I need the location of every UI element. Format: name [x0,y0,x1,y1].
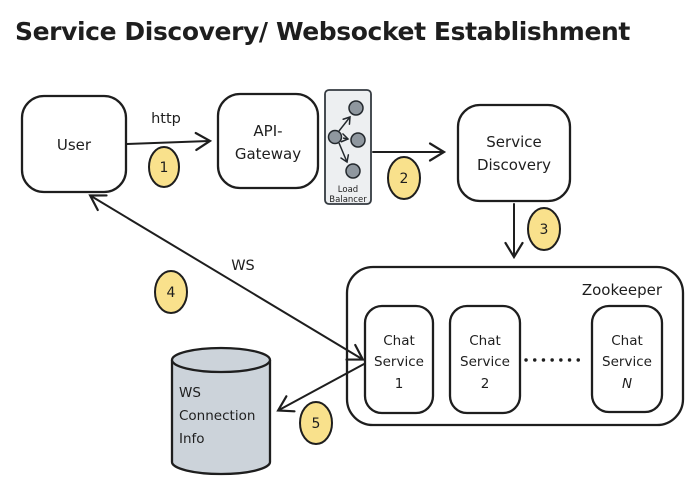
zookeeper-label: Zookeeper [582,281,663,299]
service-discovery-label-line2: Discovery [477,156,551,174]
chat-service-1-node: Chat Service 1 [363,304,435,415]
chat-service-2-node: Chat Service 2 [448,304,522,415]
chat-service-n-node: Chat Service N [590,304,664,414]
load-balancer-label-line2: Balancer [329,195,367,205]
http-edge-label: http [151,111,181,127]
chat-service-1-box [363,304,435,415]
chat-service-2-label-line2: Service [460,354,510,370]
ws-connection-info-database: WS Connection Info [170,346,272,476]
service-discovery-node: Service Discovery [456,103,572,203]
ws-connection-info-label-line1: WS [179,385,201,401]
chat-service-2-box [448,304,522,415]
chat-service-n-label-line3: N [622,376,632,392]
chat-service-n-label-line2: Service [602,354,652,370]
step-badge-2-shape [387,156,421,200]
arrow-http [126,131,213,152]
zookeeper-container: Zookeeper Chat Service 1 Chat Service 2 … [345,265,685,427]
step-badge-5-number: 5 [312,416,321,432]
service-discovery-node-box [456,103,572,203]
step-badge-4-shape [154,270,188,314]
chat-service-n-box [590,304,664,414]
ws-connection-info-label-line2: Connection [179,408,255,424]
chat-service-1-label-line2: Service [374,354,424,370]
step-badge-2-number: 2 [400,171,409,187]
step-badge-4-number: 4 [167,285,176,301]
load-balancer-source-node [327,129,343,145]
step-badge-3: 3 [527,207,561,251]
load-balancer-target-node-top [348,100,364,116]
api-gateway-node-box [216,92,320,190]
step-badge-5-shape [299,401,333,445]
chat-service-2-label-line3: 2 [481,376,490,392]
diagram-title: Service Discovery/ Websocket Establishme… [15,17,630,46]
step-badge-1-shape [148,146,180,188]
database-cylinder-top [170,346,272,374]
step-badge-4: 4 [154,270,188,314]
chat-service-1-label-line3: 1 [395,376,404,392]
api-gateway-label-line2: Gateway [235,145,301,163]
load-balancer-target-node-bottom [345,163,361,179]
step-badge-3-number: 3 [540,222,549,238]
chat-service-n-label-line1: Chat [611,333,643,349]
step-badge-1: 1 [148,146,180,188]
ws-connection-info-label-line3: Info [179,431,205,447]
step-badge-1-number: 1 [160,160,169,176]
service-discovery-label-line1: Service [486,133,541,151]
load-balancer-arrow-top [338,115,351,132]
load-balancer-target-node-middle [350,132,366,148]
chat-service-2-label-line1: Chat [469,333,501,349]
api-gateway-node: API- Gateway [216,92,320,190]
chat-service-1-label-line1: Chat [383,333,415,349]
user-node-label: User [57,136,92,154]
user-node: User [20,94,128,194]
arrow-store-connection-info [276,363,365,413]
ws-edge-label: WS [231,258,255,274]
step-badge-2: 2 [387,156,421,200]
load-balancer-label-line1: Load [338,185,358,195]
load-balancer-node: Load Balancer [324,89,372,205]
load-balancer-arrow-bottom [338,142,350,164]
step-badge-5: 5 [299,401,333,445]
load-balancer-arrow-middle [340,133,350,143]
arrow-websocket [88,194,365,361]
database-cylinder-body [170,360,272,476]
api-gateway-label-line1: API- [253,122,282,140]
step-badge-3-shape [527,207,561,251]
